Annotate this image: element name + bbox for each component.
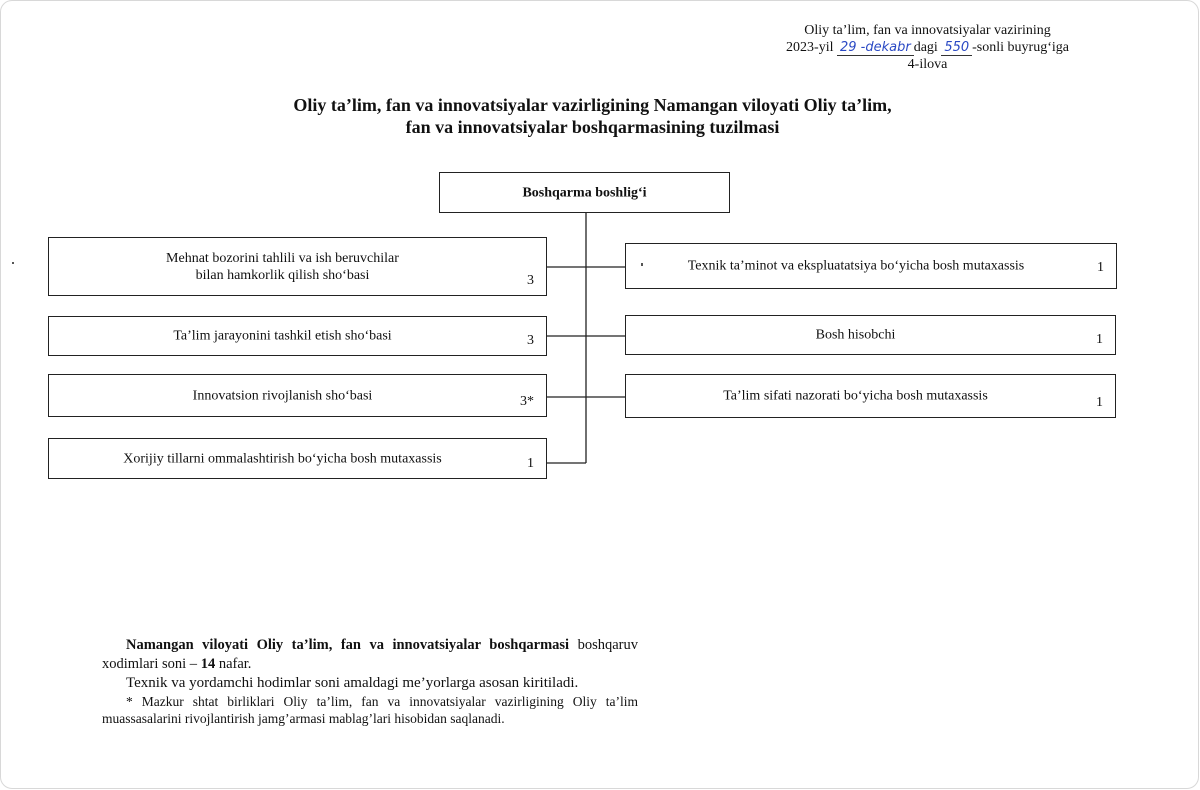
support-staff-note: Texnik va yordamchi hodimlar soni amalda… [126,675,579,691]
order-reference: Oliy ta’lim, fan va innovatsiyalar vazir… [740,22,1115,73]
handwritten-order-number: 550 [941,41,973,56]
dagi-text: dagi [913,40,938,55]
appendix-label: 4-ilova [907,57,948,72]
ministry-line: Oliy ta’lim, fan va innovatsiyalar vazir… [804,23,1051,38]
staff-total-note: Namangan viloyati Oliy ta’lim, fan va in… [102,636,638,674]
document-title: Oliy ta’lim, fan va innovatsiyalar vazir… [150,94,1035,138]
staff-count: 3 [527,333,534,348]
title-line-1: Oliy ta’lim, fan va innovatsiyalar vazir… [293,95,892,115]
org-unit-label: Bosh hisobchi [815,327,896,343]
org-unit-right-2: Bosh hisobchi 1 [625,315,1116,355]
org-unit-left-3: Innovatsion rivojlanish sho‘basi 3* [48,374,547,417]
staff-total-text: boshqaruv xodimlari soni – [102,637,639,672]
org-unit-left-1: Mehnat bozorini tahlili va ish beruvchil… [48,237,547,296]
org-unit-label: Ta’lim sifati nazorati bo‘yicha bosh mut… [723,388,988,404]
org-unit-label: Mehnat bozorini tahlili va ish beruvchil… [166,250,399,283]
staff-count: 3 [527,273,534,288]
staff-count: 1 [1097,260,1104,275]
order-suffix: -sonli buyrug‘iga [972,40,1069,55]
org-root-box: Boshqarma boshlig‘i [439,172,730,213]
scan-speck [12,262,14,264]
footer-notes: Namangan viloyati Oliy ta’lim, fan va in… [102,636,638,727]
staff-total-number: 14 [200,656,216,672]
org-unit-label: Innovatsion rivojlanish sho‘basi [192,388,373,403]
org-unit-left-4: Xorijiy tillarni ommalashtirish bo‘yicha… [48,438,547,479]
staff-count: 1 [527,456,534,471]
funding-footnote: * Mazkur shtat birliklari Oliy ta’lim, f… [102,694,638,726]
org-unit-right-3: Ta’lim sifati nazorati bo‘yicha bosh mut… [625,374,1116,418]
org-root-label: Boshqarma boshlig‘i [522,185,647,200]
scan-speck [641,263,643,266]
org-unit-label: Xorijiy tillarni ommalashtirish bo‘yicha… [123,451,442,466]
org-unit-left-2: Ta’lim jarayonini tashkil etish sho‘basi… [48,316,547,356]
staff-total-bold: Namangan viloyati Oliy ta’lim, fan va in… [126,637,570,653]
year-prefix: 2023-yil [786,40,834,55]
handwritten-date: 29 -dekabr [836,41,914,56]
org-unit-label: Ta’lim jarayonini tashkil etish sho‘basi [173,328,392,344]
org-unit-right-1: Texnik ta’minot va ekspluatatsiya bo‘yic… [625,243,1117,289]
org-unit-label: Texnik ta’minot va ekspluatatsiya bo‘yic… [687,258,1025,274]
staff-total-unit: nafar. [218,656,252,672]
title-line-2: fan va innovatsiyalar boshqarmasining tu… [405,117,780,137]
staff-count: 1 [1096,332,1103,347]
staff-count: 3* [520,394,534,409]
staff-count: 1 [1096,395,1103,410]
